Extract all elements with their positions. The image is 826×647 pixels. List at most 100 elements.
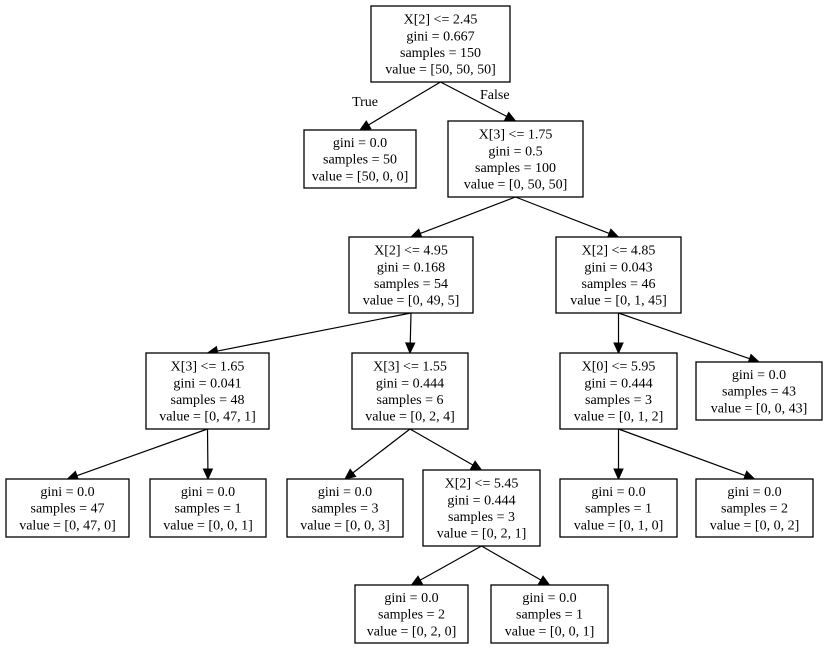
arrowhead: [613, 342, 624, 355]
arrowhead: [537, 575, 551, 586]
node-value: value = [50, 0, 0]: [312, 169, 409, 184]
node-value: value = [0, 2, 0]: [367, 624, 457, 639]
node-samples: samples = 1: [516, 608, 583, 623]
tree-edge: False: [440, 81, 517, 122]
arrowhead: [404, 342, 416, 355]
node-samples: samples = 1: [175, 502, 242, 517]
node-box: [490, 584, 609, 644]
node-box: [351, 352, 469, 430]
tree-edge: [409, 196, 516, 239]
node-samples: samples = 48: [171, 393, 245, 408]
node-gini: gini = 0.168: [377, 260, 445, 275]
node-value: value = [0, 0, 1]: [163, 518, 253, 533]
arrowhead: [606, 228, 620, 239]
node-value: value = [0, 0, 2]: [710, 518, 800, 533]
node-samples: samples = 3: [448, 510, 515, 525]
node-gini: gini = 0.0: [333, 136, 387, 151]
node-samples: samples = 54: [374, 277, 448, 292]
node-samples: samples = 100: [475, 161, 556, 176]
node-samples: samples = 50: [323, 153, 397, 168]
edge-line: [76, 428, 208, 477]
node-box: [145, 352, 270, 430]
arrowhead: [344, 468, 357, 480]
node-samples: samples = 47: [31, 502, 105, 517]
edge-line: [515, 196, 610, 234]
node-box: [370, 5, 511, 83]
node-box: [695, 361, 823, 421]
node-value: value = [0, 0, 43]: [711, 401, 808, 416]
node-box: [5, 478, 130, 538]
edge-line: [409, 312, 412, 344]
tree-edge: [618, 312, 761, 364]
node-value: value = [0, 0, 3]: [300, 518, 390, 533]
edge-label-true: True: [352, 95, 378, 110]
node-box: [422, 469, 541, 547]
tree-edge: [409, 428, 483, 471]
edge-line: [352, 428, 411, 474]
node-value: value = [0, 47, 1]: [159, 410, 256, 425]
node-value: value = [0, 2, 4]: [365, 410, 455, 425]
node-split-rule: X[3] <= 1.55: [373, 360, 447, 375]
edge-line: [618, 312, 750, 360]
arrowhead: [358, 120, 372, 131]
node-value: value = [0, 0, 1]: [505, 624, 595, 639]
node-samples: samples = 2: [378, 608, 445, 623]
node-box: [559, 352, 678, 430]
node-box: [555, 236, 682, 314]
node-box: [447, 120, 584, 198]
edge-line: [419, 545, 482, 581]
node-gini: gini = 0.043: [584, 260, 652, 275]
node-split-rule: X[2] <= 4.85: [582, 244, 656, 259]
node-gini: gini = 0.667: [406, 29, 474, 44]
node-split-rule: X[2] <= 4.95: [374, 244, 448, 259]
node-box: [695, 478, 814, 538]
tree-edge: [410, 545, 482, 586]
node-gini: gini = 0.444: [584, 376, 652, 391]
node-value: value = [0, 1, 45]: [570, 294, 667, 309]
node-value: value = [50, 50, 50]: [385, 63, 496, 78]
node-samples: samples = 3: [312, 502, 379, 517]
tree-edge: [515, 196, 620, 239]
node-samples: samples = 3: [585, 393, 652, 408]
node-gini: gini = 0.0: [727, 485, 781, 500]
node-gini: gini = 0.0: [591, 485, 645, 500]
edge-line: [481, 545, 542, 581]
node-gini: gini = 0.5: [488, 144, 542, 159]
node-samples: samples = 2: [721, 502, 788, 517]
node-gini: gini = 0.0: [384, 591, 438, 606]
arrowhead: [613, 468, 624, 481]
arrowhead: [410, 575, 424, 586]
node-split-rule: X[0] <= 5.95: [582, 360, 656, 375]
node-value: value = [0, 1, 0]: [574, 518, 664, 533]
tree-edge: [202, 428, 214, 481]
arrowhead: [503, 111, 517, 122]
node-gini: gini = 0.0: [732, 368, 786, 383]
node-box: [354, 584, 469, 644]
node-samples: samples = 150: [400, 46, 481, 61]
node-gini: gini = 0.444: [376, 376, 444, 391]
node-value: value = [0, 2, 1]: [437, 527, 527, 542]
arrowhead: [469, 460, 483, 471]
node-split-rule: X[3] <= 1.65: [171, 360, 245, 375]
node-samples: samples = 46: [582, 277, 656, 292]
node-value: value = [0, 50, 50]: [464, 178, 568, 193]
node-samples: samples = 43: [722, 385, 796, 400]
node-box: [348, 236, 474, 314]
tree-edge: [404, 312, 416, 355]
node-box: [286, 478, 404, 538]
tree-edge: True: [352, 81, 441, 131]
node-split-rule: X[2] <= 2.45: [404, 13, 478, 28]
